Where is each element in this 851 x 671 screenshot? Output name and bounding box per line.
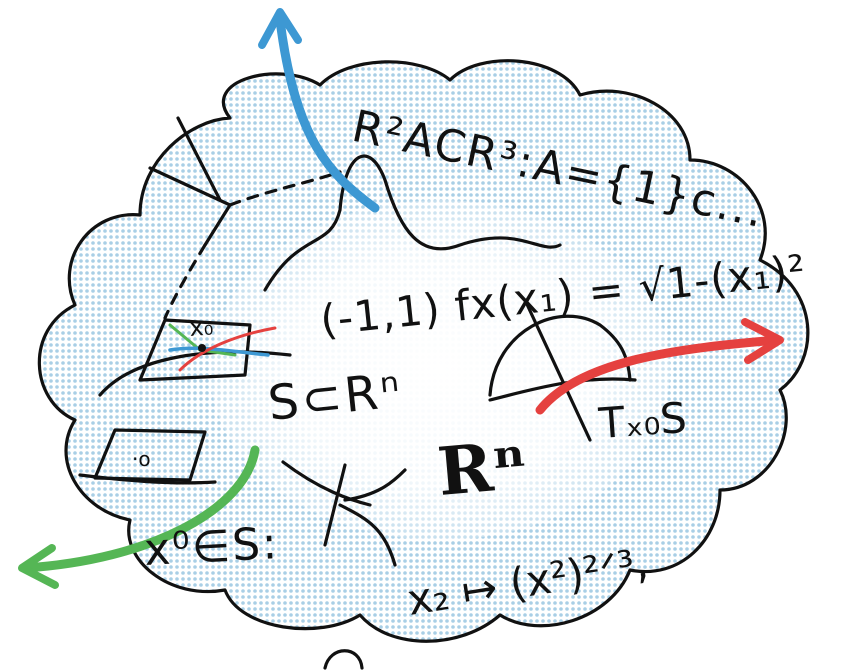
label-dot-point: ·o — [132, 447, 151, 471]
red-arrow — [535, 318, 784, 415]
coordinate-axes — [148, 116, 342, 320]
intersection-lines — [281, 460, 407, 567]
green-arrow — [18, 445, 260, 589]
label-tangent-space: Tₓ₀S — [596, 393, 688, 448]
small-frame — [78, 428, 217, 485]
blue-arrow — [258, 8, 380, 213]
label-rn: Rⁿ — [435, 425, 531, 510]
inner-boundary-curve — [263, 154, 562, 292]
tangent-plane-patch — [98, 318, 292, 397]
label-point-in-s: x⁰∈S: — [143, 518, 280, 576]
parabola-graph — [488, 298, 637, 442]
label-x0: x₀ — [188, 312, 214, 342]
